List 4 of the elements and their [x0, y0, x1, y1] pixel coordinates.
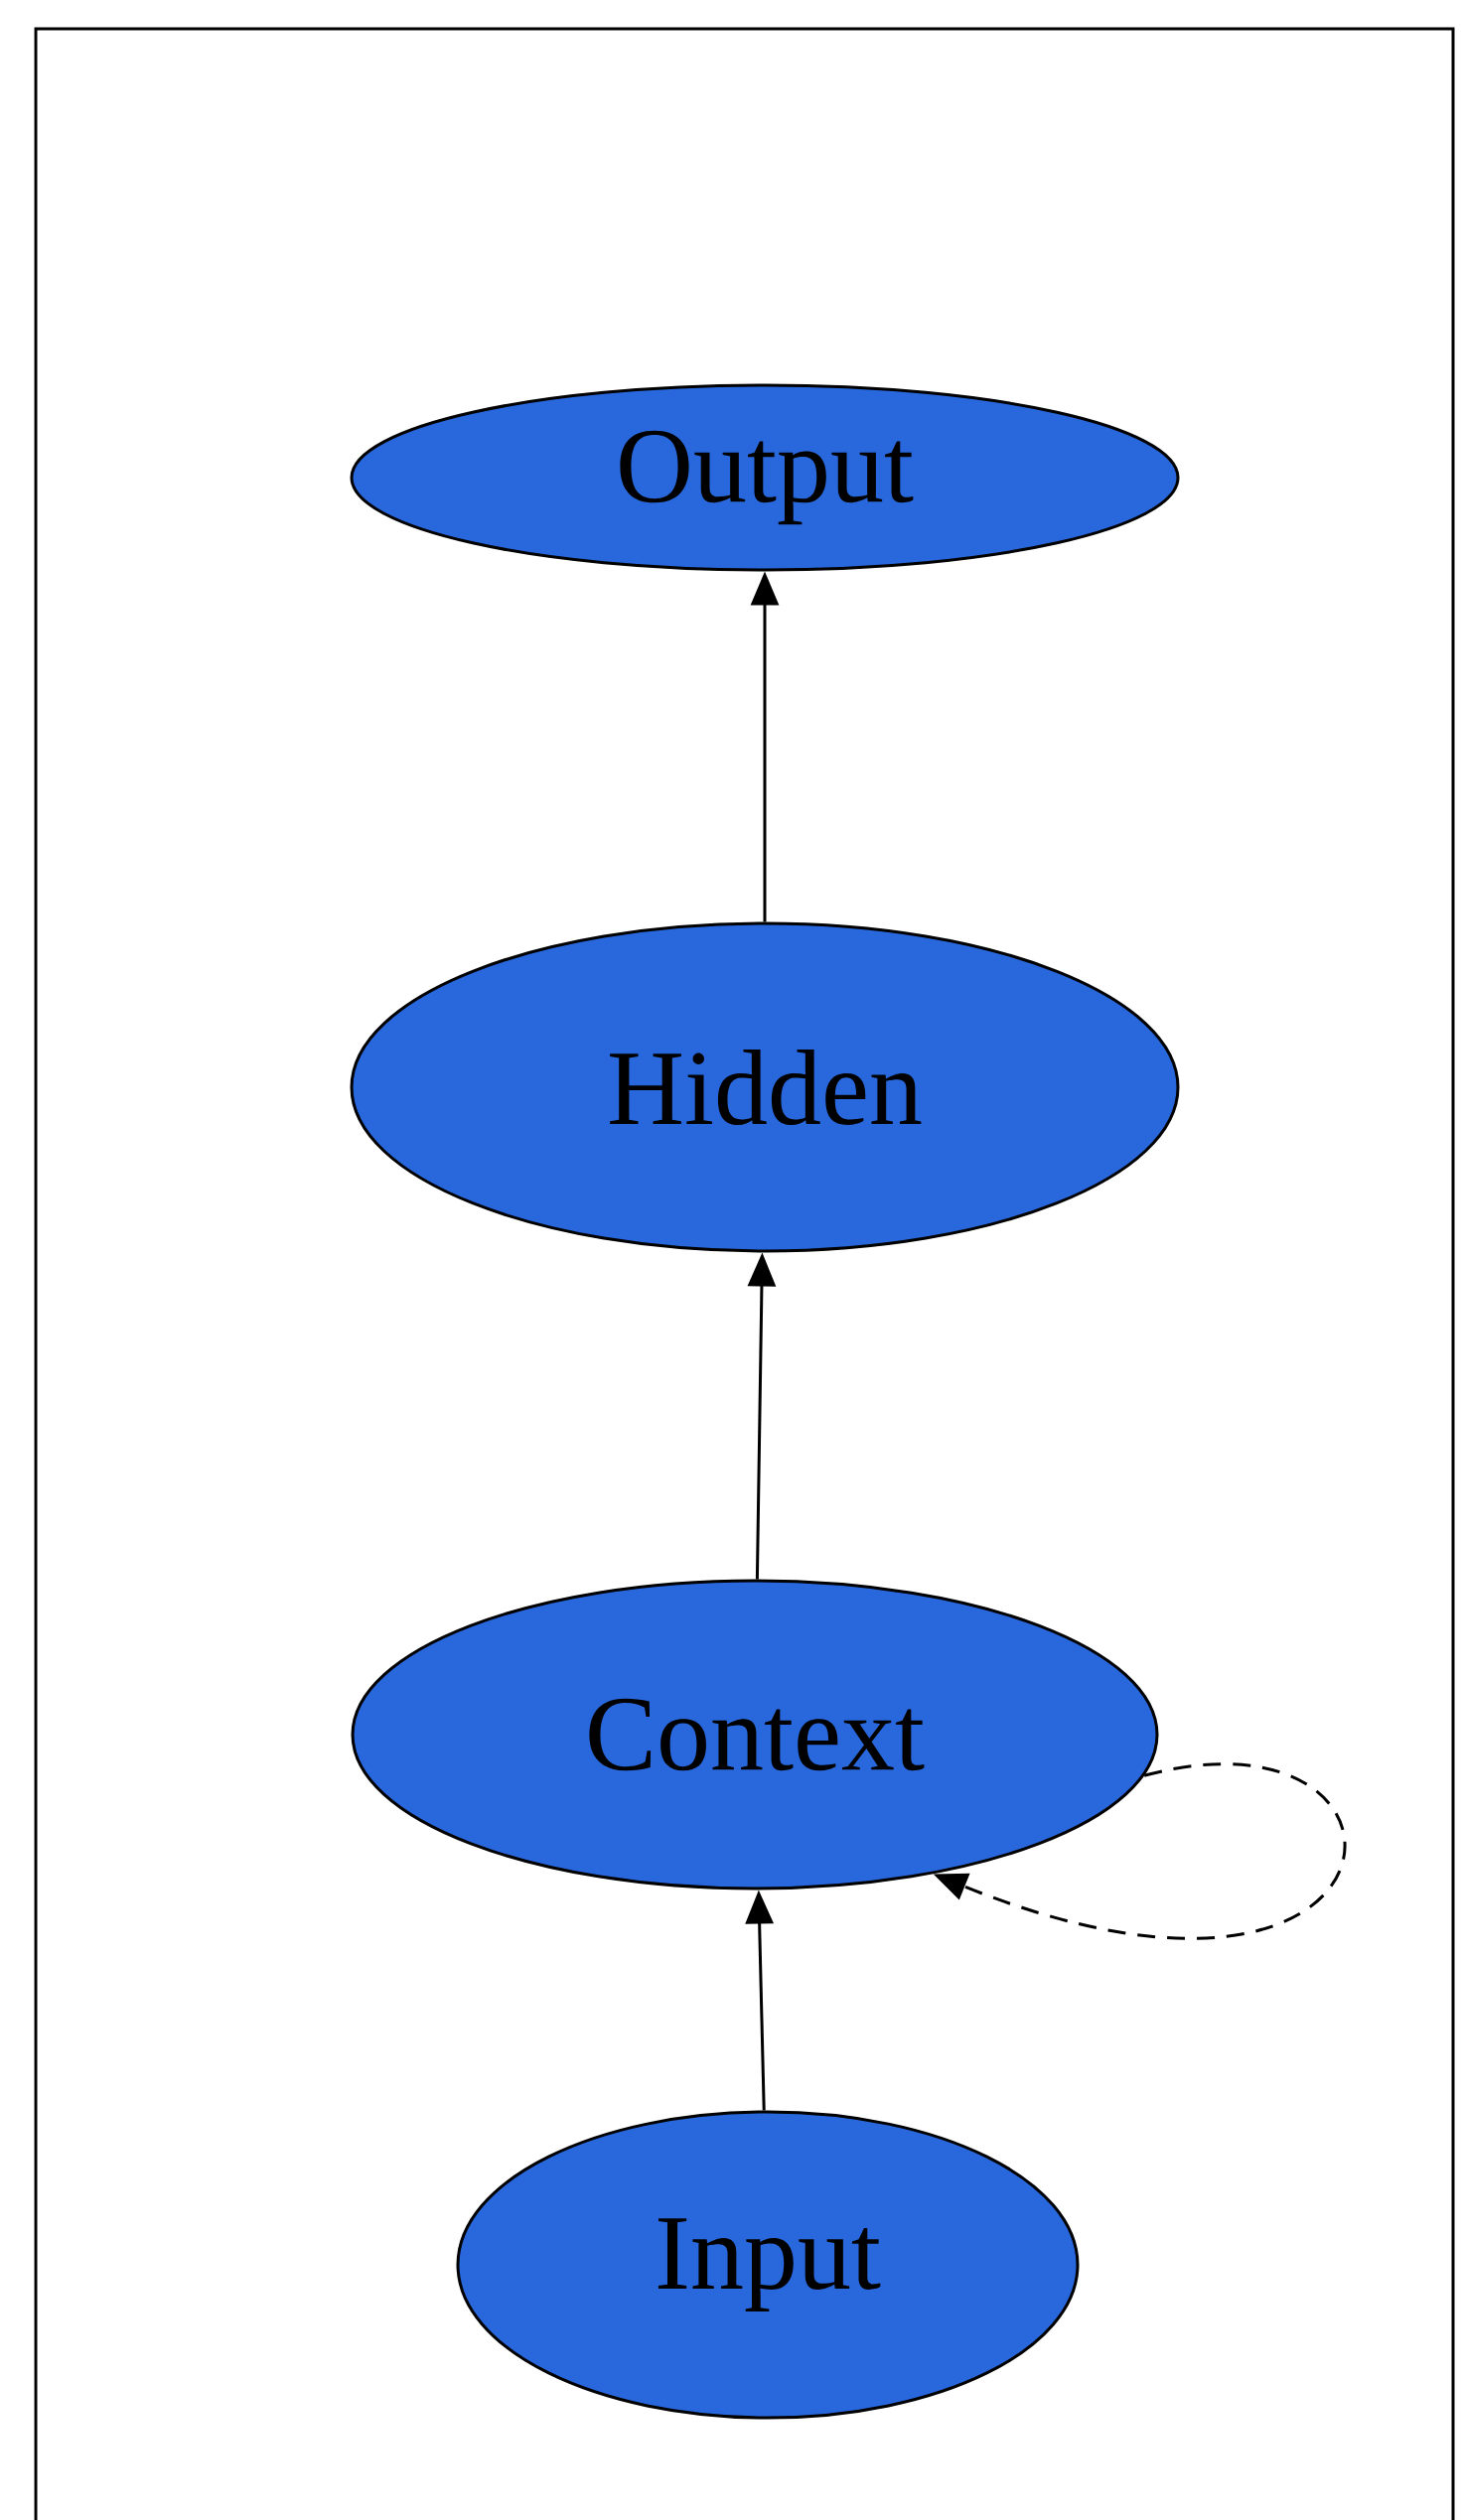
ellipse-node: Context [351, 1579, 1159, 1890]
ellipse-node: Output [350, 383, 1180, 572]
ellipse-node: Input [456, 2110, 1080, 2420]
ellipse-node: Hidden [350, 921, 1180, 1253]
